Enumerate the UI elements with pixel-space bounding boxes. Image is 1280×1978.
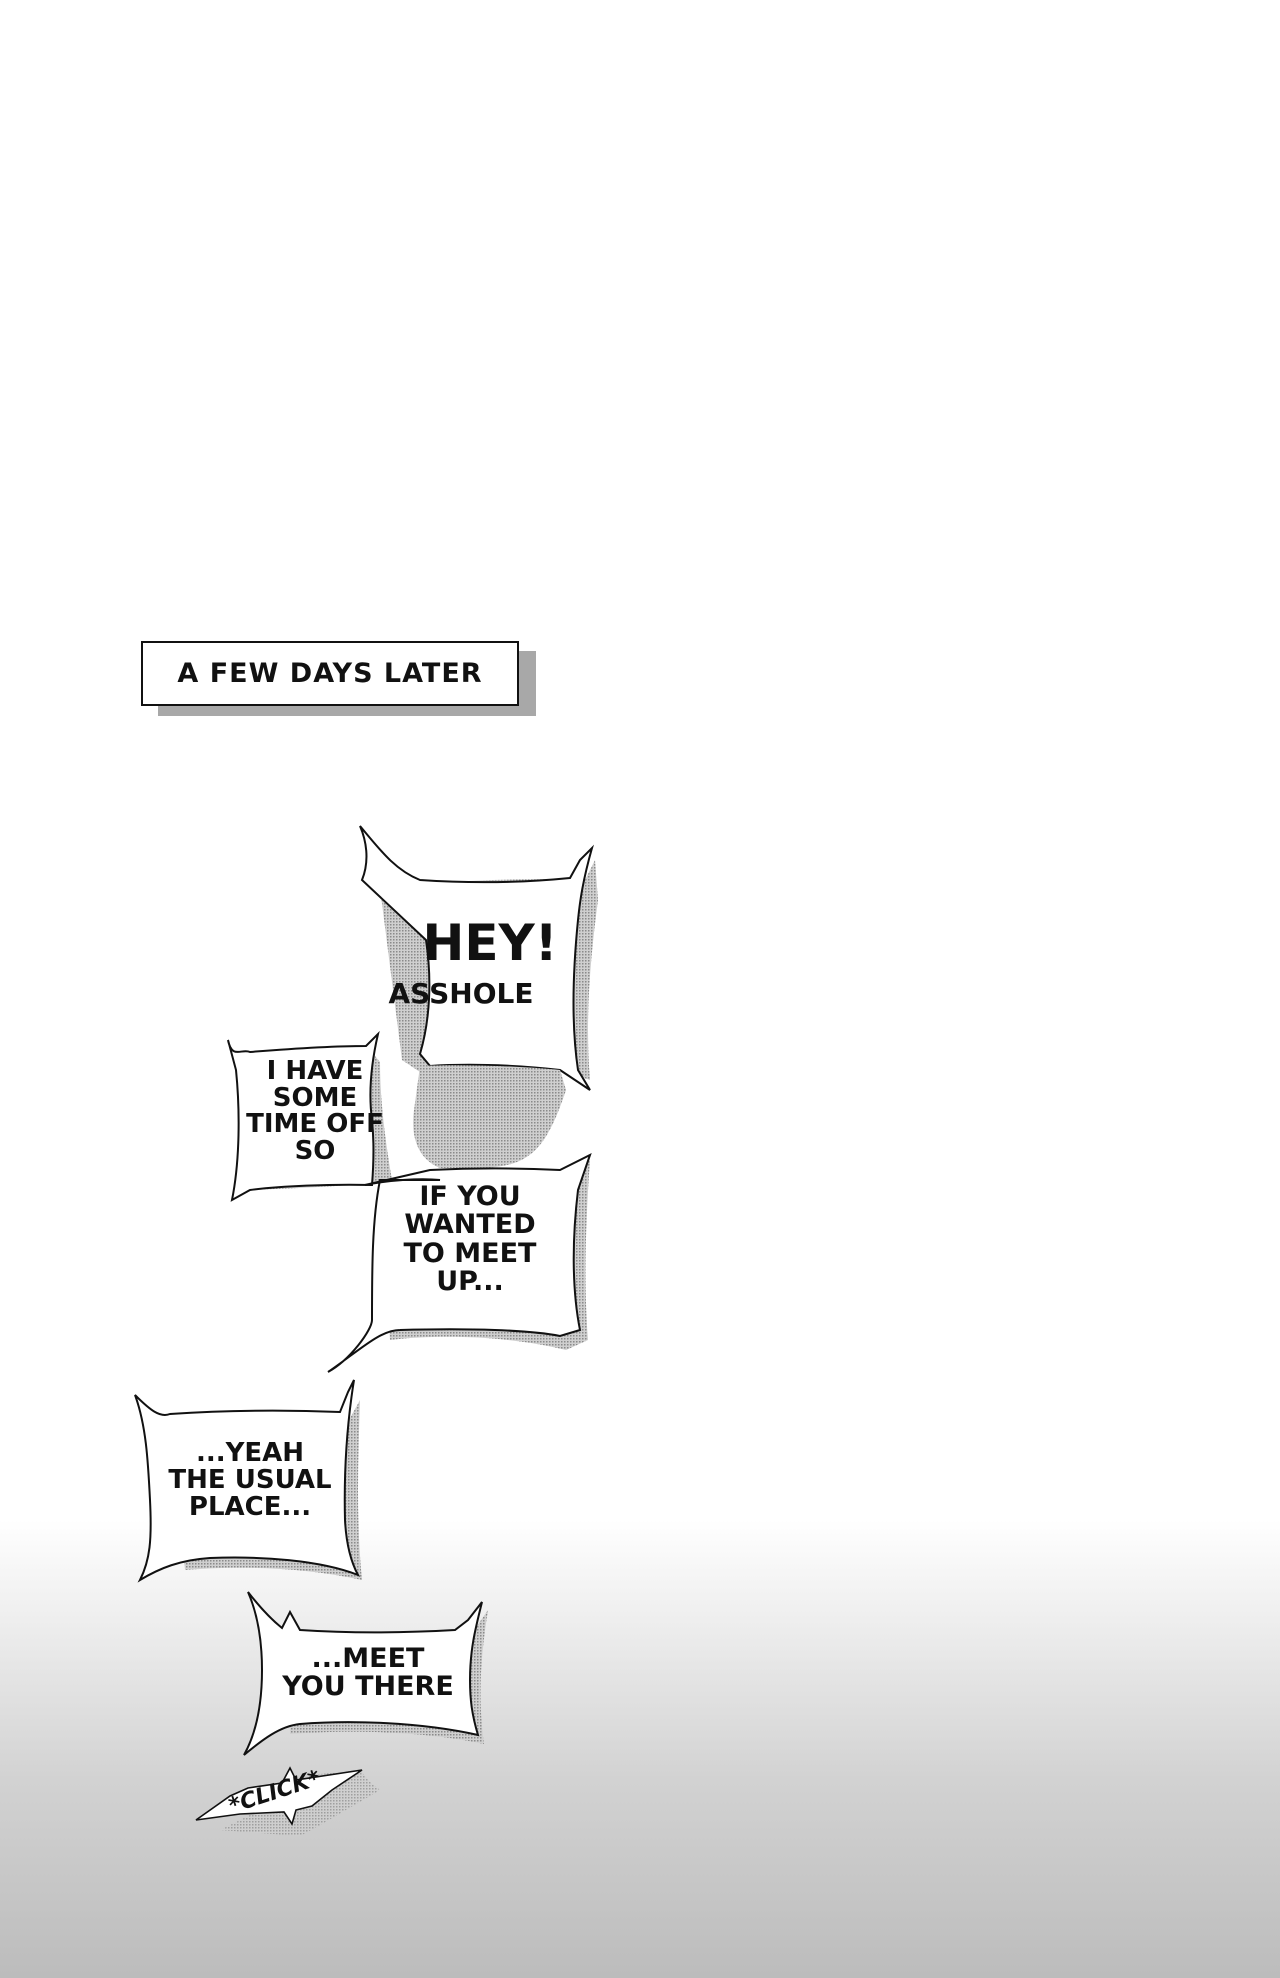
hey-bubble-text: ASSHOLE xyxy=(388,977,534,1010)
meet-up-bubble xyxy=(327,1153,592,1373)
usual-place-bubble xyxy=(134,1379,362,1583)
click-sfx-burst xyxy=(195,1766,380,1836)
meet-you-bubble xyxy=(243,1591,488,1756)
time-off-bubble xyxy=(227,1030,392,1202)
meet-you-bubble-text: ...MEET YOU THERE xyxy=(282,1643,454,1703)
time-off-bubble-text: I HAVE SOME TIME OFF SO xyxy=(246,1056,384,1166)
hey-bubble-shout: HEY! xyxy=(422,914,558,972)
hey-bubble xyxy=(359,825,598,1091)
meet-up-bubble-text: IF YOU WANTED TO MEET UP... xyxy=(403,1181,537,1298)
connector-shadow xyxy=(413,1065,566,1169)
narration-caption-box: A FEW DAYS LATER xyxy=(141,641,519,706)
usual-place-bubble-text: ...YEAH THE USUAL PLACE... xyxy=(168,1438,332,1522)
